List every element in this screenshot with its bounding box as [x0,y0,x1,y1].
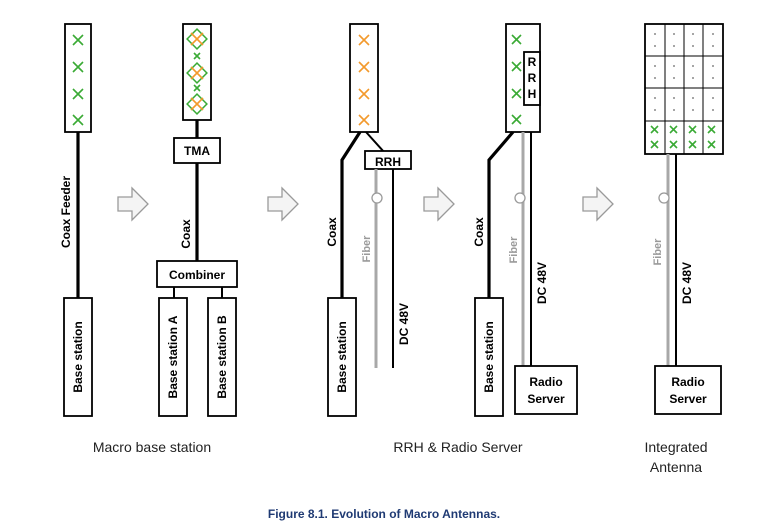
coax-cable [487,130,515,298]
fiber-label: Fiber [652,238,664,266]
coax-cable [340,131,362,298]
figure-caption: Figure 8.1. Evolution of Macro Antennas. [268,507,500,521]
base-station-label: Base station [335,321,349,392]
coax-label: Coax [325,217,339,247]
base-station-b-label: Base station B [215,315,229,399]
dc48v-label: DC 48V [535,262,549,304]
base-station-box [327,297,357,417]
rrh-box [364,150,412,170]
caption-rrh-radio: RRH & Radio Server [393,439,522,455]
dc48v-label: DC 48V [680,262,694,304]
rrh-letter: R [528,55,537,69]
antenna-panel [349,23,379,133]
rrh-letter: R [528,71,537,85]
arrow-right-icon [267,186,299,222]
caption-integrated-line2: Antenna [650,459,702,475]
rrh-label: RRH [375,155,401,169]
caption-macro: Macro base station [93,439,211,455]
antenna-elements [511,34,522,125]
tma-label: TMA [184,144,210,158]
array-grid [645,24,723,154]
antenna-elements [72,34,84,126]
array-dots [654,33,714,111]
coax-feeder-label: Coax Feeder [59,176,73,248]
radio-server-label-line2: Server [669,392,707,406]
arrow-right-icon [582,186,614,222]
combiner-label: Combiner [169,268,225,282]
radio-server-label-line2: Server [527,392,565,406]
base-station-a-box [158,297,188,417]
base-station-a-label: Base station A [166,315,180,398]
stage-rrh: RRH Coax Fiber DC 48V Base station [325,23,412,417]
caption-integrated-line1: Integrated [644,439,707,455]
fiber-connector-icon [658,192,670,204]
coax-label: Coax [179,219,193,249]
array-elements [650,125,716,149]
stage-integrated-antenna: Fiber DC 48V Radio Server [644,23,724,415]
base-station-label: Base station [71,321,85,392]
radio-server-label-line1: Radio [671,375,704,389]
radio-server-label-line1: Radio [529,375,562,389]
fiber-label: Fiber [508,236,520,264]
antenna-elements [358,34,370,126]
rrh-letter: H [528,87,537,101]
fiber-connector-icon [514,192,526,204]
radio-server-box [514,365,578,415]
combiner-box [156,260,238,288]
radio-server-box [654,365,722,415]
base-station-b-box [207,297,237,417]
base-station-label: Base station [482,321,496,392]
dual-polarized-elements [186,28,208,115]
base-station-box [474,297,504,417]
arrow-right-icon [423,186,455,222]
dc48v-label: DC 48V [397,303,411,345]
fiber-label: Fiber [361,235,373,263]
base-station-box [63,297,93,417]
rrh-embedded-box [523,51,541,106]
stage-coax-feeder: Coax Feeder Base station [59,23,93,417]
stage-radio-server: R R H Coax Fiber DC 48V Base station Rad… [472,23,578,417]
fiber-connector-icon [371,192,383,204]
arrow-right-icon [117,186,149,222]
coax-label: Coax [472,217,486,247]
stage-tma-combiner: TMA Coax Combiner Base station A Base st… [156,23,238,417]
